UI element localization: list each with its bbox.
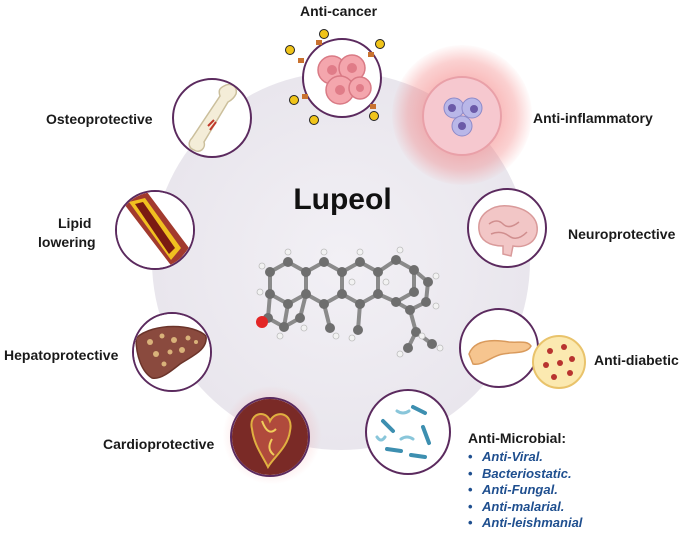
oxygen-atom xyxy=(256,316,268,328)
list-item: Anti-malarial. xyxy=(468,499,582,516)
antimicrobial-node xyxy=(365,389,451,475)
anticancer-label: Anti-cancer xyxy=(300,3,378,19)
antidiabetic-label: Anti-diabetic xyxy=(594,352,679,368)
heart-icon xyxy=(232,399,308,475)
neuroprotective-node xyxy=(467,188,547,268)
pancreas-icon xyxy=(468,339,532,365)
immune-cells-icon xyxy=(443,97,483,137)
cancer-cells-icon xyxy=(317,54,372,105)
antimicrobial-block: Anti-Microbial: Anti-Viral. Bacteriostat… xyxy=(468,429,582,532)
osteoprotective-node xyxy=(172,78,252,158)
antimicrobial-label: Anti-Microbial: xyxy=(468,430,566,446)
list-item: Anti-Viral. xyxy=(468,449,582,466)
brain-icon xyxy=(478,205,538,257)
lipid-lowering-label-line1: Lipid xyxy=(58,215,92,231)
antimicrobial-list: Anti-Viral. Bacteriostatic. Anti-Fungal.… xyxy=(468,449,582,532)
antidiabetic-node xyxy=(459,308,539,388)
islet-cells-icon xyxy=(532,335,586,389)
central-title: Lupeol xyxy=(293,183,392,216)
neuroprotective-label: Neuroprotective xyxy=(568,226,676,242)
liver-icon xyxy=(134,314,210,390)
lipid-lowering-node xyxy=(115,190,195,270)
hepatoprotective-node xyxy=(132,312,212,392)
list-item: Anti-Fungal. xyxy=(468,482,582,499)
cardioprotective-label: Cardioprotective xyxy=(103,436,215,452)
list-item: Bacteriostatic. xyxy=(468,466,582,483)
antiinflammatory-label: Anti-inflammatory xyxy=(533,110,653,126)
list-item: Anti-leishmanial xyxy=(468,515,582,532)
osteoprotective-label: Osteoprotective xyxy=(46,111,153,127)
islet-cells-node xyxy=(530,333,588,391)
cardioprotective-node xyxy=(230,397,310,477)
lupeol-molecule-3d xyxy=(256,246,444,358)
hepatoprotective-label: Hepatoprotective xyxy=(4,347,119,363)
artery-plaque-icon xyxy=(117,192,193,268)
antiinflammatory-node xyxy=(422,76,502,156)
lipid-lowering-label-line2: lowering xyxy=(38,234,96,250)
apoptosis-markers-icon xyxy=(285,29,385,125)
bone-icon xyxy=(188,83,238,153)
microbes-icon xyxy=(375,405,431,459)
anticancer-node xyxy=(302,38,382,118)
